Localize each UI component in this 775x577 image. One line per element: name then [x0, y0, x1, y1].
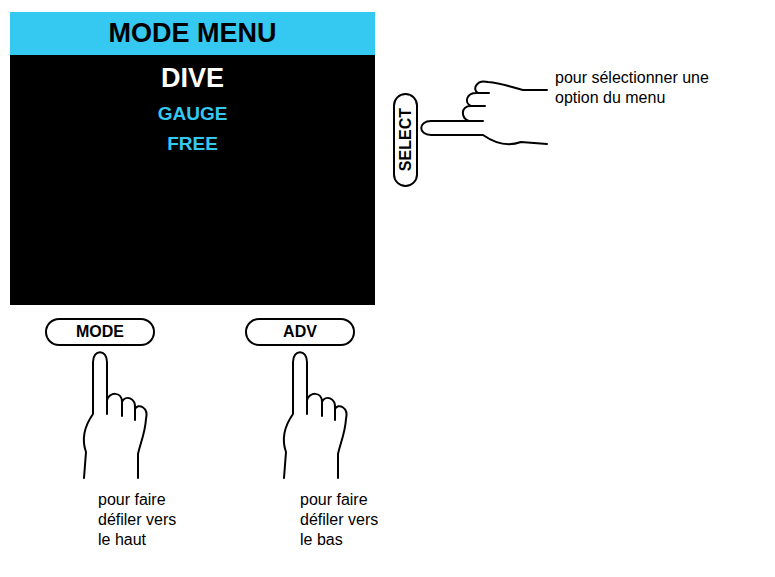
menu-item: FREE	[10, 133, 375, 155]
instruction-text: pour faire défiler vers le bas	[300, 490, 382, 550]
pointing-hand	[421, 81, 547, 144]
mode-button: MODE	[45, 318, 155, 346]
instruction-text: pour faire défiler vers le haut	[98, 490, 180, 550]
heading-band: MODE MENU	[10, 12, 375, 55]
screen-heading: MODE MENU	[109, 18, 277, 49]
select-button: SELECT	[393, 93, 418, 187]
device-screen: MODE MENU DIVE GAUGE FREE	[10, 12, 375, 305]
button-label: MODE	[76, 323, 124, 341]
adv-button: ADV	[245, 318, 355, 346]
button-label: ADV	[283, 323, 317, 341]
pointing-hand	[284, 352, 347, 478]
button-label: SELECT	[397, 108, 415, 171]
pointing-hand	[84, 352, 147, 478]
menu-item: DIVE	[10, 63, 375, 94]
instruction-text: pour sélectionner une option du menu	[555, 68, 710, 108]
menu-item: GAUGE	[10, 103, 375, 125]
